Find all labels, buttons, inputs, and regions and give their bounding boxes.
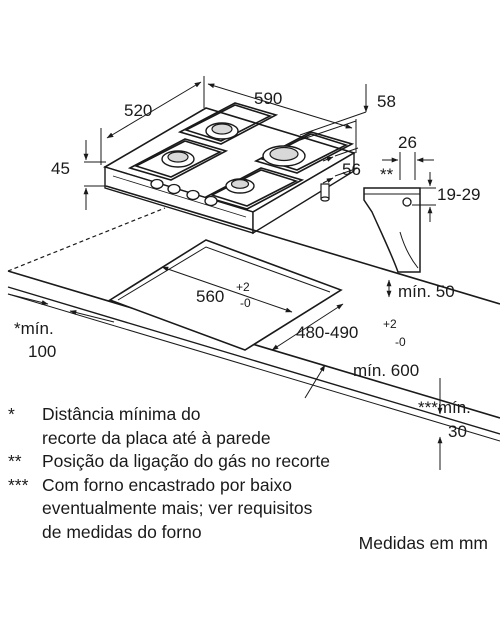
hob-right-edge [252, 151, 355, 235]
units-note: Medidas em mm [358, 533, 488, 553]
dim-cutout-width-tol-plus: +2 [236, 280, 250, 294]
worktop-rear-edge [105, 185, 500, 305]
dim-gas-connection-width: 26 [398, 133, 417, 152]
control-knobs [150, 178, 218, 207]
gas-connection-detail [363, 187, 421, 273]
dim-min-wall-distance-prefix: *mín. [14, 319, 54, 338]
dim-cutout-depth: 480-490 [296, 323, 358, 342]
legend-text: de medidas do forno [42, 521, 202, 542]
legend-text: Com forno encastrado por baixo [42, 474, 292, 495]
legend-text: eventualmente mais; ver requisitos [42, 498, 313, 518]
dim-gas-connection-marker: ** [380, 165, 394, 184]
burner-rear-left [205, 122, 239, 140]
burner-front-right [225, 178, 255, 194]
gas-pipe-stub [320, 183, 330, 202]
dim-min-front-distance-prefix: ***mín. [418, 398, 471, 417]
legend-mark: * [8, 404, 15, 424]
dim-cutout-depth-tol-minus: -0 [395, 335, 406, 349]
dim-min-front-distance-value: 30 [448, 422, 467, 441]
burner-rear-right [262, 145, 306, 167]
legend-item-wall-distance: * Distância mínima do recorte da placa a… [8, 403, 488, 450]
dimension-labels: 520 590 58 45 56 26 ** 19-29 mín. 50 560… [14, 89, 480, 441]
legend: * Distância mínima do recorte da placa a… [8, 403, 488, 544]
dim-min-wall-distance-value: 100 [28, 342, 56, 361]
dim-hob-height: 45 [51, 159, 70, 178]
dim-hob-width: 590 [254, 89, 282, 108]
dim-rear-offset: 58 [377, 92, 396, 111]
dim-hob-depth: 520 [124, 101, 152, 120]
legend-text: recorte da placa até à parede [42, 427, 271, 448]
dimension-lines [7, 76, 443, 470]
dim-min-worktop-depth: mín. 600 [353, 361, 419, 380]
legend-text: Distância mínima do [42, 404, 201, 424]
worktop-left-edge-hidden [7, 207, 166, 272]
legend-mark: *** [8, 474, 29, 495]
dim-gas-position-depth: 56 [342, 160, 361, 179]
dim-cutout-width-tol-minus: -0 [240, 296, 251, 310]
legend-item-oven-below: *** Com forno encastrado por baixo event… [8, 474, 488, 545]
burner-front-left [161, 150, 195, 168]
legend-text: Posição da ligação do gás no recorte [42, 451, 330, 471]
dim-gas-connection-height: 19-29 [437, 185, 480, 204]
dim-worktop-min-thickness: mín. 50 [398, 282, 455, 301]
legend-item-gas-position: ** Posição da ligação do gás no recorte [8, 450, 488, 474]
dim-cutout-depth-tol-plus: +2 [383, 317, 397, 331]
hob-drawing [103, 102, 356, 235]
legend-mark: ** [8, 451, 22, 471]
dim-cutout-width: 560 [196, 287, 224, 306]
